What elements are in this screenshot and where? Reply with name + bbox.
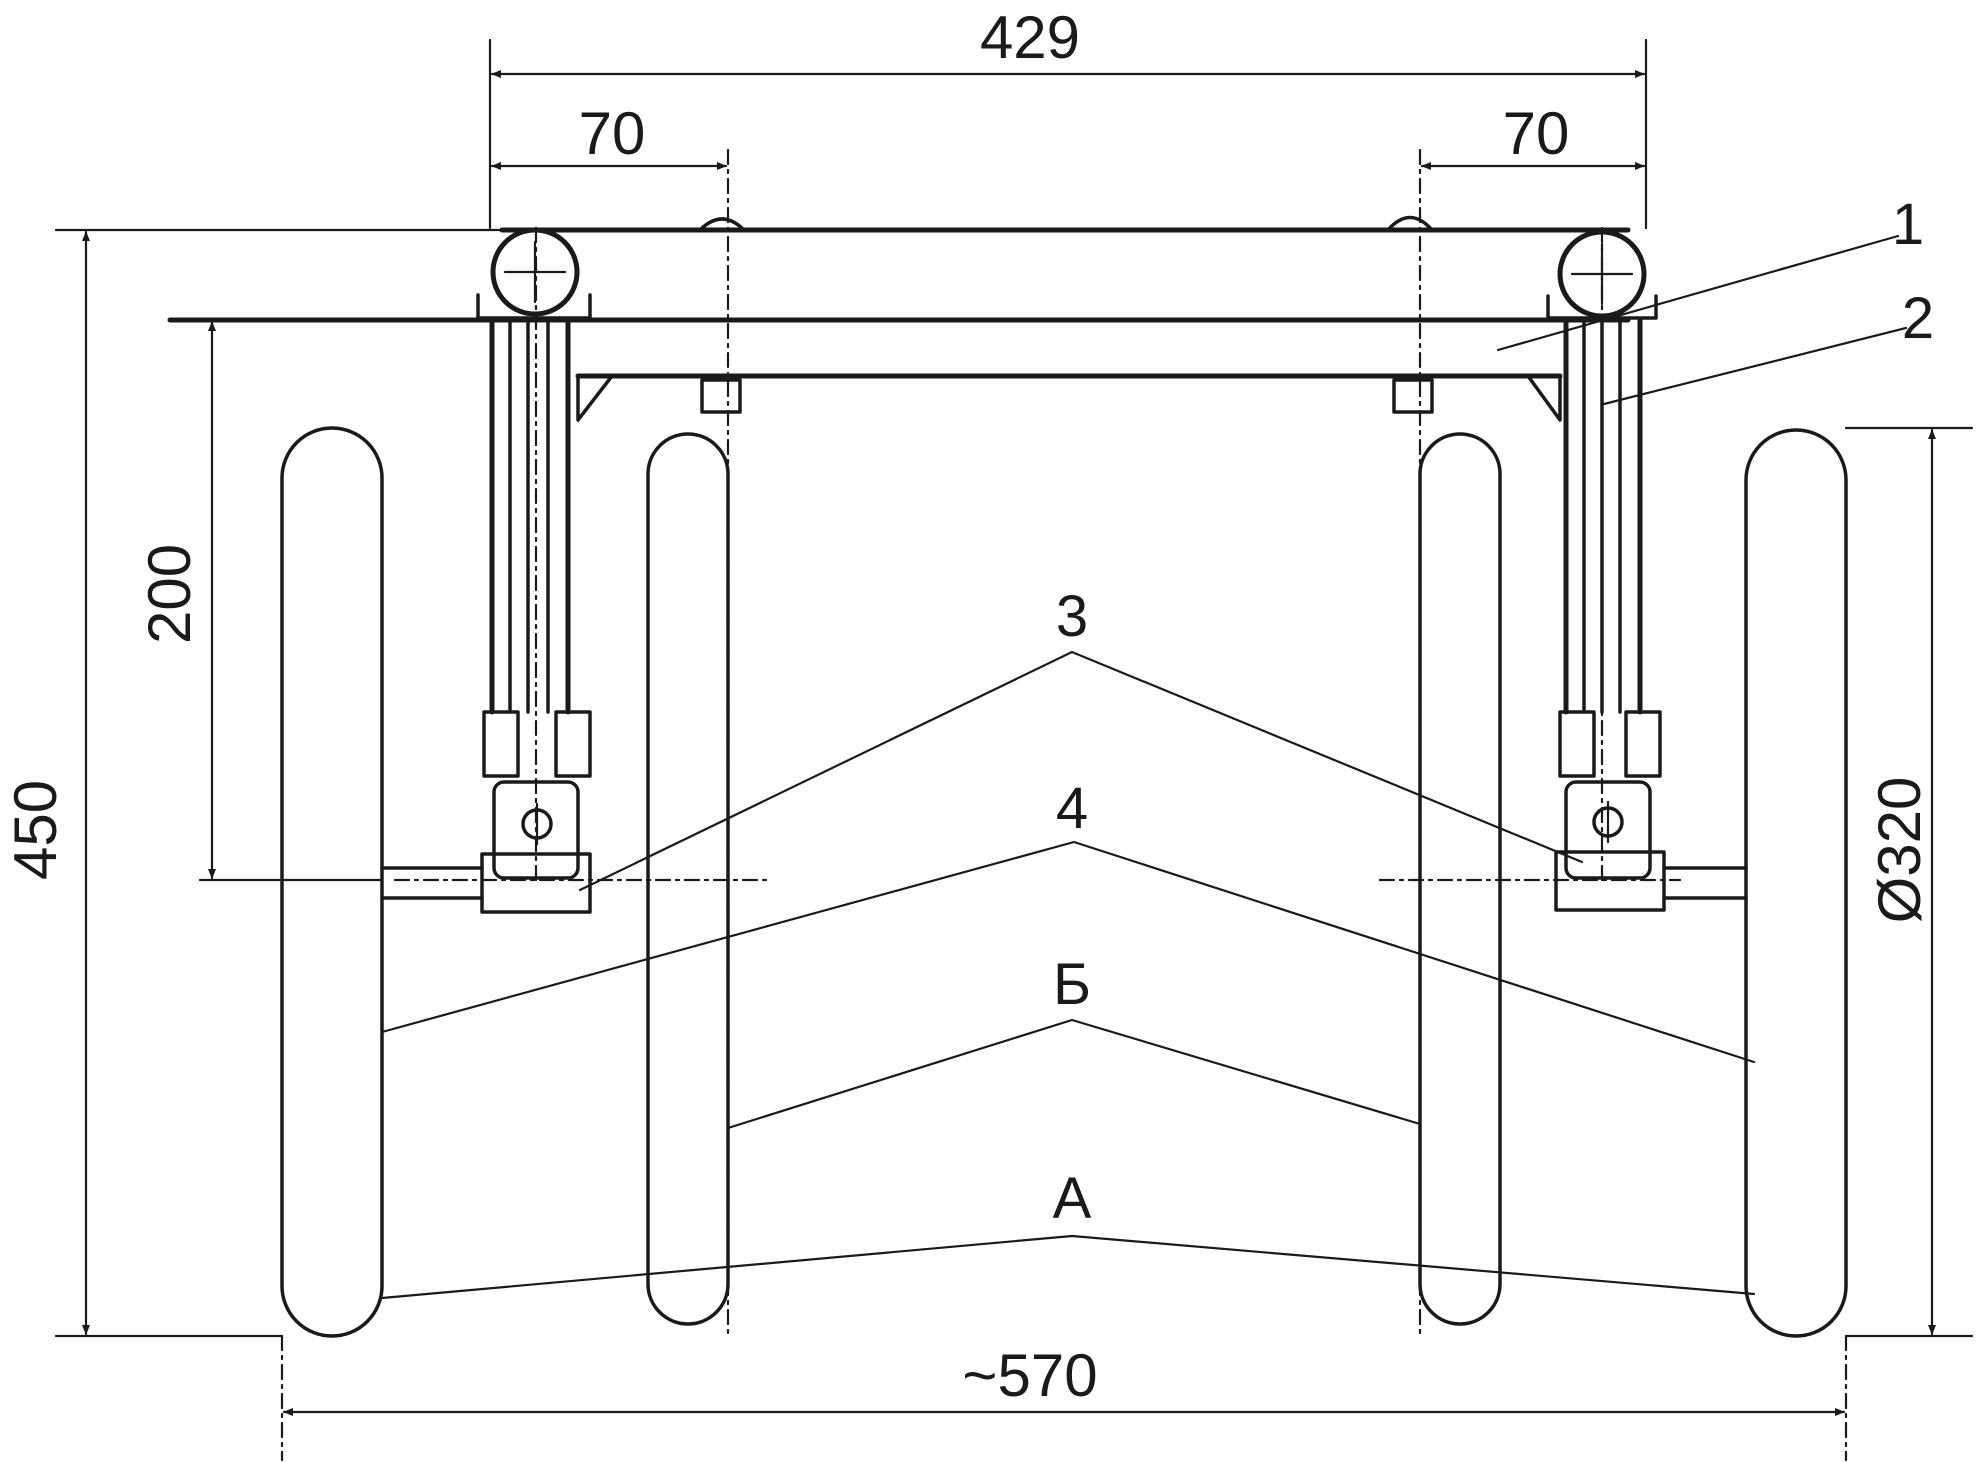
right-wheel (1744, 428, 1848, 1338)
leader-lines (380, 234, 1908, 1300)
dimension-lines (54, 38, 1974, 1416)
callout-4: 4 (1056, 776, 1088, 841)
dim-offset-right: 70 (1503, 100, 1570, 167)
dim-wheel-diameter: Ø320 (1866, 777, 1933, 924)
upper-frame (167, 215, 1631, 422)
callout-a: А (1053, 1166, 1092, 1231)
callout-3: 3 (1056, 584, 1088, 649)
callout-2: 2 (1902, 286, 1934, 351)
dim-total-width: 429 (980, 4, 1080, 71)
callout-1: 1 (1892, 192, 1924, 257)
right-strut (1546, 229, 1748, 912)
left-wheel (280, 426, 384, 1338)
dim-height-450: 450 (2, 780, 69, 880)
dim-track-width: ~570 (962, 1342, 1097, 1409)
left-strut (380, 227, 592, 914)
dim-offset-left: 70 (579, 100, 646, 167)
callout-b: Б (1053, 952, 1091, 1017)
dim-height-200: 200 (136, 544, 203, 644)
centre-lines (280, 148, 1848, 1462)
